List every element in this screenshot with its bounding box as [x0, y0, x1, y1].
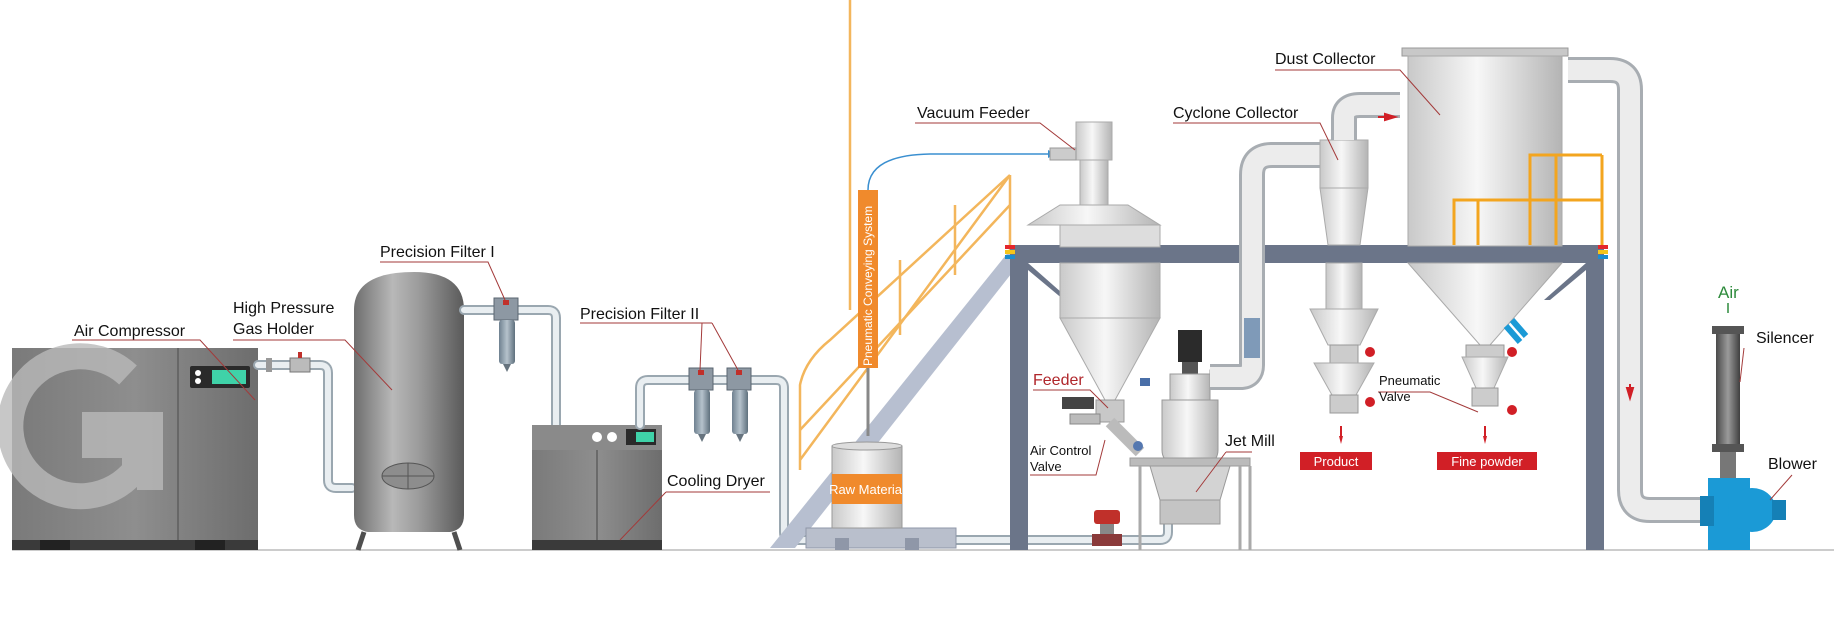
platform-railing	[1452, 153, 1604, 245]
leader-pneumatic-valve	[1378, 391, 1479, 413]
conveying-line	[867, 153, 1048, 191]
label-air-compressor: Air Compressor	[74, 323, 186, 340]
leader-jet-mill	[1195, 451, 1252, 493]
mill-to-cyclone-pipe	[1210, 142, 1322, 390]
label-precision-filter-2: Precision Filter II	[580, 306, 699, 323]
leader-vacuum-feeder	[915, 122, 1076, 151]
label-precision-filter-1: Precision Filter I	[380, 244, 495, 261]
leader-gas-holder	[233, 339, 393, 391]
precision-filter-2-unit	[688, 367, 752, 442]
label-pneumatic-valve: Valve	[1379, 389, 1411, 404]
leader-air-control	[1030, 439, 1106, 476]
leader-feeder	[1033, 389, 1109, 409]
blower-unit	[1700, 478, 1786, 550]
fine-powder-tag	[1437, 452, 1537, 470]
feeder-unit	[1062, 397, 1145, 457]
leader-filter-2	[580, 322, 739, 371]
label-blower: Blower	[1768, 456, 1818, 473]
label-gas-holder: Gas Holder	[233, 321, 315, 338]
label-high-pressure: High Pressure	[233, 300, 334, 317]
leader-dust-collector	[1275, 69, 1441, 116]
pneumatic-conveying-tag	[858, 190, 878, 368]
leader-air-compressor	[72, 339, 256, 401]
dust-collector-unit	[1401, 47, 1569, 444]
duct-arrow	[1625, 384, 1635, 402]
label-air-control: Air Control	[1030, 443, 1092, 458]
pneumatic-conveying-label: Pneumatic Conveying System	[861, 206, 875, 366]
air-control-valve-unit	[1092, 510, 1122, 546]
vacuum-feeder-unit	[1026, 121, 1162, 401]
label-cyclone-collector: Cyclone Collector	[1173, 105, 1299, 122]
flex-hose	[1244, 318, 1260, 358]
leader-cooling-dryer	[619, 491, 770, 541]
label-pneumatic: Pneumatic	[1379, 373, 1441, 388]
label-air: Air	[1718, 283, 1739, 302]
label-feeder: Feeder	[1033, 372, 1084, 389]
flow-arrow	[1378, 112, 1399, 122]
cooling-dryer-unit	[532, 425, 662, 550]
gas-holder-tank	[354, 272, 464, 551]
label-vacuum-feeder: Vacuum Feeder	[917, 105, 1030, 122]
air-compressor	[0, 343, 258, 550]
ball-valve	[289, 357, 311, 373]
label-dust-collector: Dust Collector	[1275, 51, 1376, 68]
raw-material-barrel	[831, 441, 903, 529]
leader-blower	[1769, 474, 1793, 501]
air-pipe-1	[253, 360, 357, 493]
leader-cyclone	[1173, 122, 1339, 161]
silencer-unit	[1712, 326, 1744, 478]
product-tag	[1300, 452, 1372, 470]
raw-material-label: Raw Material	[829, 482, 905, 497]
leader-silencer	[1739, 347, 1745, 383]
label-jet-mill: Jet Mill	[1225, 433, 1275, 450]
label-silencer: Silencer	[1756, 330, 1814, 347]
fine-powder-label: Fine powder	[1451, 454, 1523, 469]
product-label: Product	[1314, 454, 1359, 469]
leader-filter-1	[380, 261, 506, 301]
cyclone-collector-unit	[1309, 92, 1400, 444]
precision-filter-1-unit	[493, 297, 519, 372]
label-air-control-valve: Valve	[1030, 459, 1062, 474]
label-cooling-dryer: Cooling Dryer	[667, 473, 765, 490]
